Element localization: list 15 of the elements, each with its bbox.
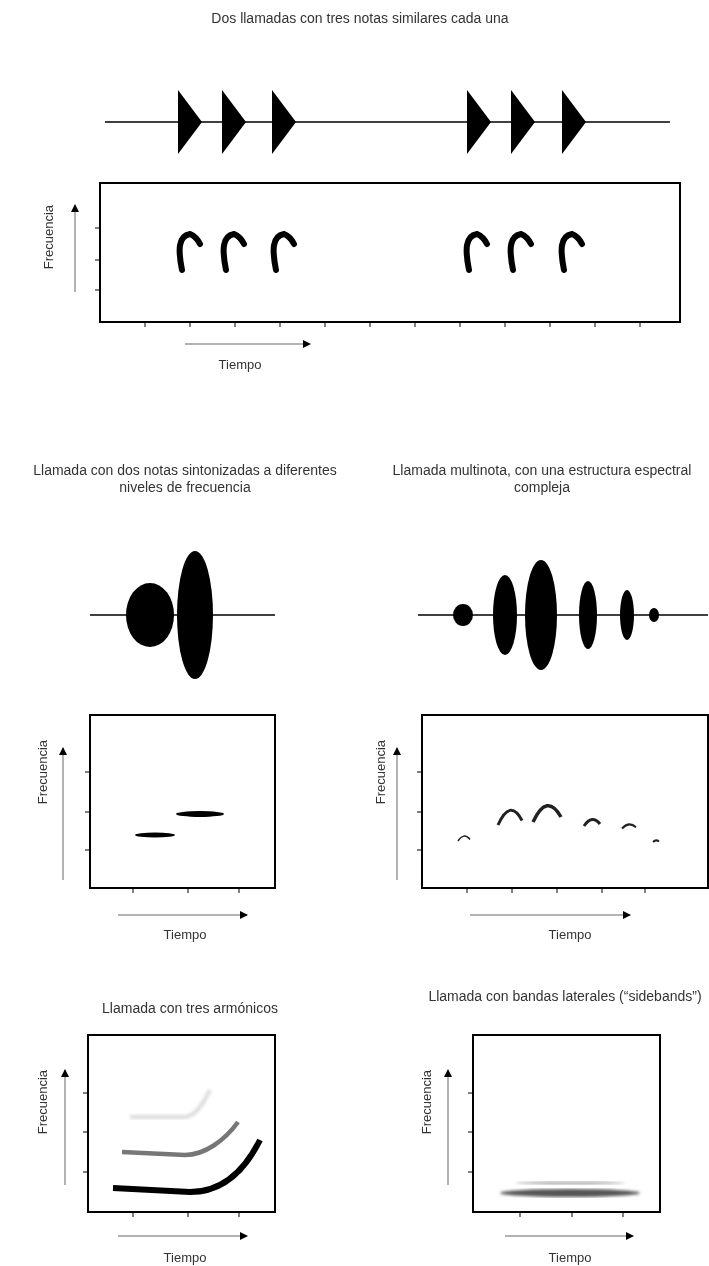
panel-heading: Llamada con bandas laterales (“sidebands”) — [427, 988, 703, 1005]
panel-heading: Llamada con tres armónicos — [101, 1000, 279, 1017]
panel-heading: Dos llamadas con tres notas similares cada una — [210, 10, 510, 27]
axis-label: Frecuencia — [418, 1070, 435, 1135]
axis-label: Frecuencia — [372, 740, 389, 805]
axis-label: Frecuencia — [40, 205, 57, 270]
axis-label: Tiempo — [162, 926, 208, 943]
axis-label: Tiempo — [217, 356, 263, 373]
panel-heading: Llamada multinota, con una estructura espectral compleja — [391, 462, 693, 496]
axis-label: Frecuencia — [34, 740, 51, 805]
panel-heading: Llamada con dos notas sintonizadas a diferentes niveles de frecuencia — [32, 462, 338, 496]
axis-label: Frecuencia — [34, 1070, 51, 1135]
axis-label: Tiempo — [162, 1249, 208, 1266]
axis-label: Tiempo — [547, 926, 593, 943]
axis-label: Tiempo — [547, 1249, 593, 1266]
